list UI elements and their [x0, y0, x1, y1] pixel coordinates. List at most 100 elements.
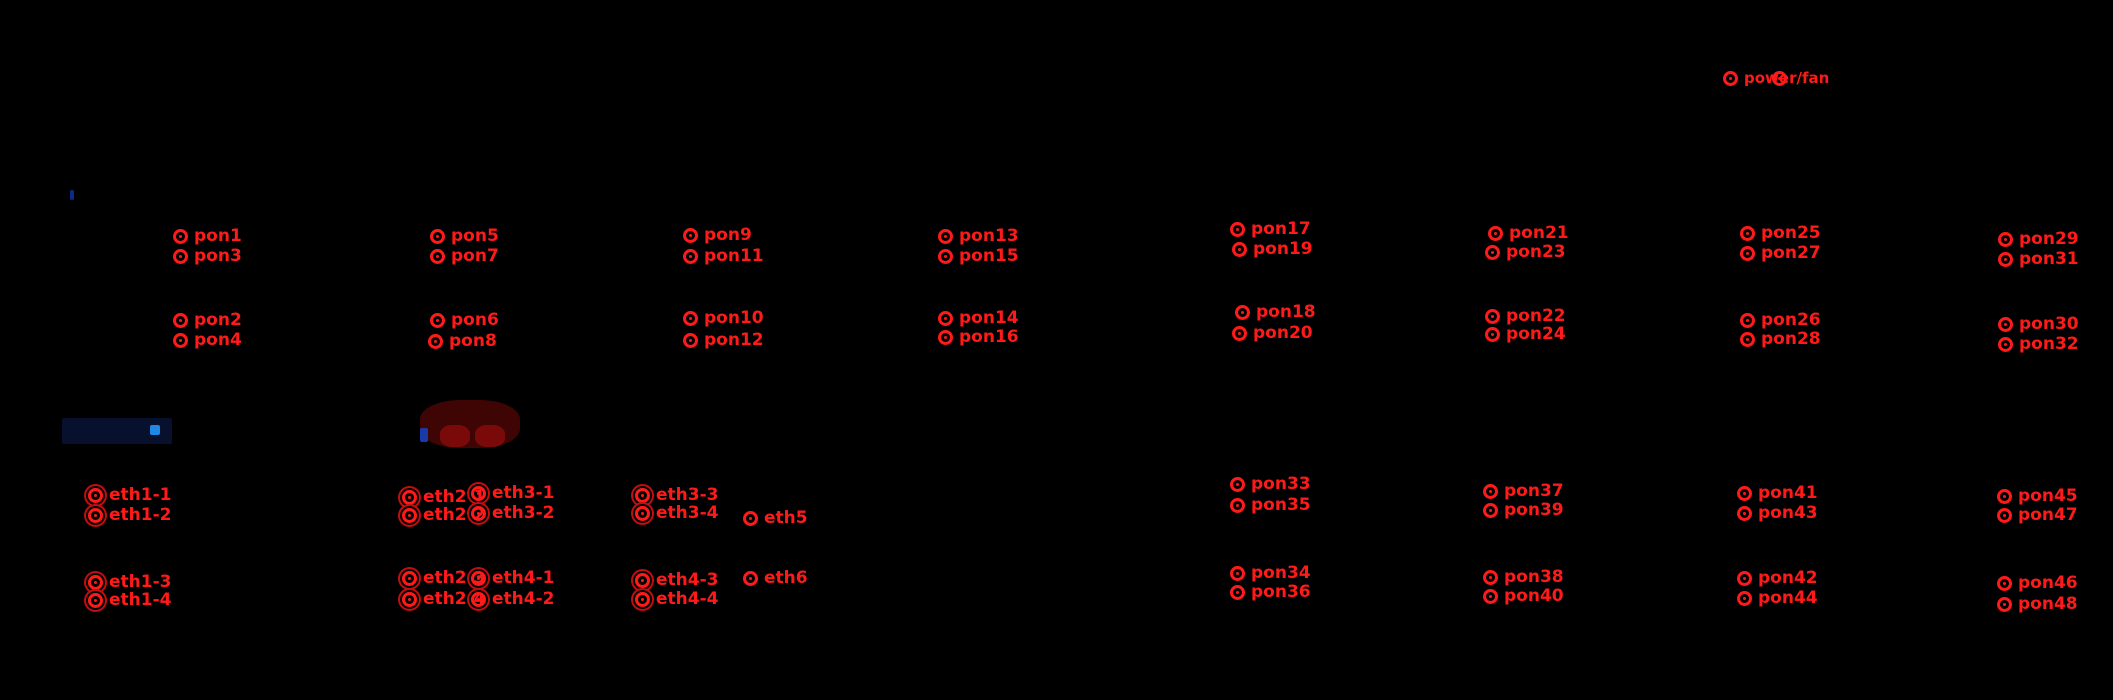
port-label: eth2-1 [423, 486, 486, 507]
port-marker[interactable]: pon35 [1230, 494, 1311, 516]
port-marker[interactable]: pon43 [1737, 502, 1818, 524]
port-marker[interactable]: pon15 [938, 245, 1019, 267]
port-ring-icon [938, 310, 953, 326]
port-marker[interactable]: pon14 [938, 307, 1019, 329]
port-marker[interactable]: pon44 [1737, 587, 1818, 609]
port-marker[interactable]: eth2-3 [402, 567, 485, 589]
port-label: pon12 [704, 329, 764, 350]
port-ring-icon [1488, 225, 1503, 241]
port-marker[interactable]: pon39 [1483, 499, 1564, 521]
port-marker[interactable]: pon27 [1740, 242, 1821, 264]
port-marker[interactable]: pon41 [1737, 482, 1818, 504]
port-ring-icon [1230, 565, 1245, 581]
port-marker[interactable]: pon31 [1998, 248, 2079, 270]
port-marker[interactable]: pon42 [1737, 567, 1818, 589]
port-marker[interactable]: pon36 [1230, 581, 1311, 603]
port-ring-icon [402, 489, 417, 505]
port-label: pon13 [959, 225, 1019, 246]
port-label: pon16 [959, 326, 1019, 347]
port-marker[interactable]: pon23 [1485, 241, 1566, 263]
port-marker[interactable]: eth3-4 [635, 502, 718, 524]
port-marker[interactable]: pon2 [173, 309, 242, 331]
port-label: eth3-2 [492, 502, 555, 523]
port-label: pon39 [1504, 499, 1564, 520]
port-ring-icon [88, 487, 103, 503]
port-marker[interactable]: pon48 [1997, 593, 2078, 615]
port-ring-icon [173, 312, 188, 328]
port-label: eth1-3 [109, 571, 172, 592]
port-marker[interactable]: pon28 [1740, 328, 1821, 350]
port-marker[interactable]: pon9 [683, 224, 752, 246]
port-marker[interactable]: eth2-4 [402, 588, 485, 610]
port-marker[interactable]: eth4-3 [635, 569, 718, 591]
port-marker[interactable]: pon22 [1485, 305, 1566, 327]
port-marker[interactable]: eth5 [743, 507, 808, 529]
port-ring-icon [938, 248, 953, 264]
port-ring-icon [1485, 244, 1500, 260]
port-marker[interactable]: pon11 [683, 245, 764, 267]
port-marker[interactable]: eth6 [743, 567, 808, 589]
port-ring-icon [743, 570, 758, 586]
port-marker[interactable]: eth2-2 [402, 504, 485, 526]
port-ring-icon [173, 332, 188, 348]
blue-artifact [420, 428, 428, 442]
port-label: pon30 [2019, 313, 2079, 334]
port-marker[interactable]: pon30 [1998, 313, 2079, 335]
port-marker[interactable]: pon12 [683, 329, 764, 351]
port-marker[interactable]: pon8 [428, 330, 497, 352]
port-marker[interactable]: pon3 [173, 245, 242, 267]
port-ring-icon [1998, 251, 2013, 267]
port-ring-icon [471, 505, 486, 521]
port-marker[interactable]: pon21 [1488, 222, 1569, 244]
port-marker[interactable]: pon20 [1232, 322, 1313, 344]
port-marker[interactable]: pon6 [430, 309, 499, 331]
port-label: pon25 [1761, 222, 1821, 243]
port-marker[interactable]: eth1-1 [88, 484, 171, 506]
port-ring-icon [683, 332, 698, 348]
port-marker[interactable]: pon46 [1997, 572, 2078, 594]
port-marker[interactable]: eth4-1 [471, 567, 554, 589]
port-marker[interactable]: pon16 [938, 326, 1019, 348]
port-marker[interactable]: pon38 [1483, 566, 1564, 588]
port-marker[interactable]: pon10 [683, 307, 764, 329]
port-marker[interactable]: pon24 [1485, 323, 1566, 345]
port-ring-icon [683, 248, 698, 264]
port-label: pon17 [1251, 218, 1311, 239]
port-marker[interactable]: eth4-4 [635, 588, 718, 610]
port-marker[interactable]: pon32 [1998, 333, 2079, 355]
port-label: pon34 [1251, 562, 1311, 583]
port-label: pon44 [1758, 587, 1818, 608]
port-marker[interactable]: pon29 [1998, 228, 2079, 250]
port-marker[interactable]: pon45 [1997, 485, 2078, 507]
port-marker[interactable]: pon18 [1235, 301, 1316, 323]
port-ring-icon [938, 329, 953, 345]
port-marker[interactable]: eth1-4 [88, 589, 171, 611]
port-label: pon42 [1758, 567, 1818, 588]
port-marker[interactable]: eth3-3 [635, 484, 718, 506]
port-marker[interactable]: pon37 [1483, 480, 1564, 502]
port-marker[interactable]: eth3-1 [471, 482, 554, 504]
port-marker[interactable]: pon13 [938, 225, 1019, 247]
port-marker[interactable]: eth1-3 [88, 571, 171, 593]
port-ring-icon [430, 228, 445, 244]
port-marker[interactable]: pon25 [1740, 222, 1821, 244]
port-marker[interactable]: pon19 [1232, 238, 1313, 260]
port-ring-icon [1483, 502, 1498, 518]
port-marker[interactable]: eth1-2 [88, 504, 171, 526]
port-marker[interactable]: pon33 [1230, 473, 1311, 495]
port-marker[interactable]: pon4 [173, 329, 242, 351]
port-marker[interactable]: eth4-2 [471, 588, 554, 610]
port-marker[interactable]: pon34 [1230, 562, 1311, 584]
port-marker[interactable]: eth3-2 [471, 502, 554, 524]
port-marker[interactable]: pon7 [430, 245, 499, 267]
port-label: pon48 [2018, 593, 2078, 614]
port-marker[interactable]: pon17 [1230, 218, 1311, 240]
port-label: pon8 [449, 330, 497, 351]
port-marker[interactable]: pon5 [430, 225, 499, 247]
port-marker[interactable]: pon1 [173, 225, 242, 247]
port-marker[interactable]: pon26 [1740, 309, 1821, 331]
port-marker[interactable]: eth2-1 [402, 486, 485, 508]
port-marker[interactable]: pon47 [1997, 504, 2078, 526]
port-marker[interactable]: pon40 [1483, 585, 1564, 607]
port-ring-icon [938, 228, 953, 244]
